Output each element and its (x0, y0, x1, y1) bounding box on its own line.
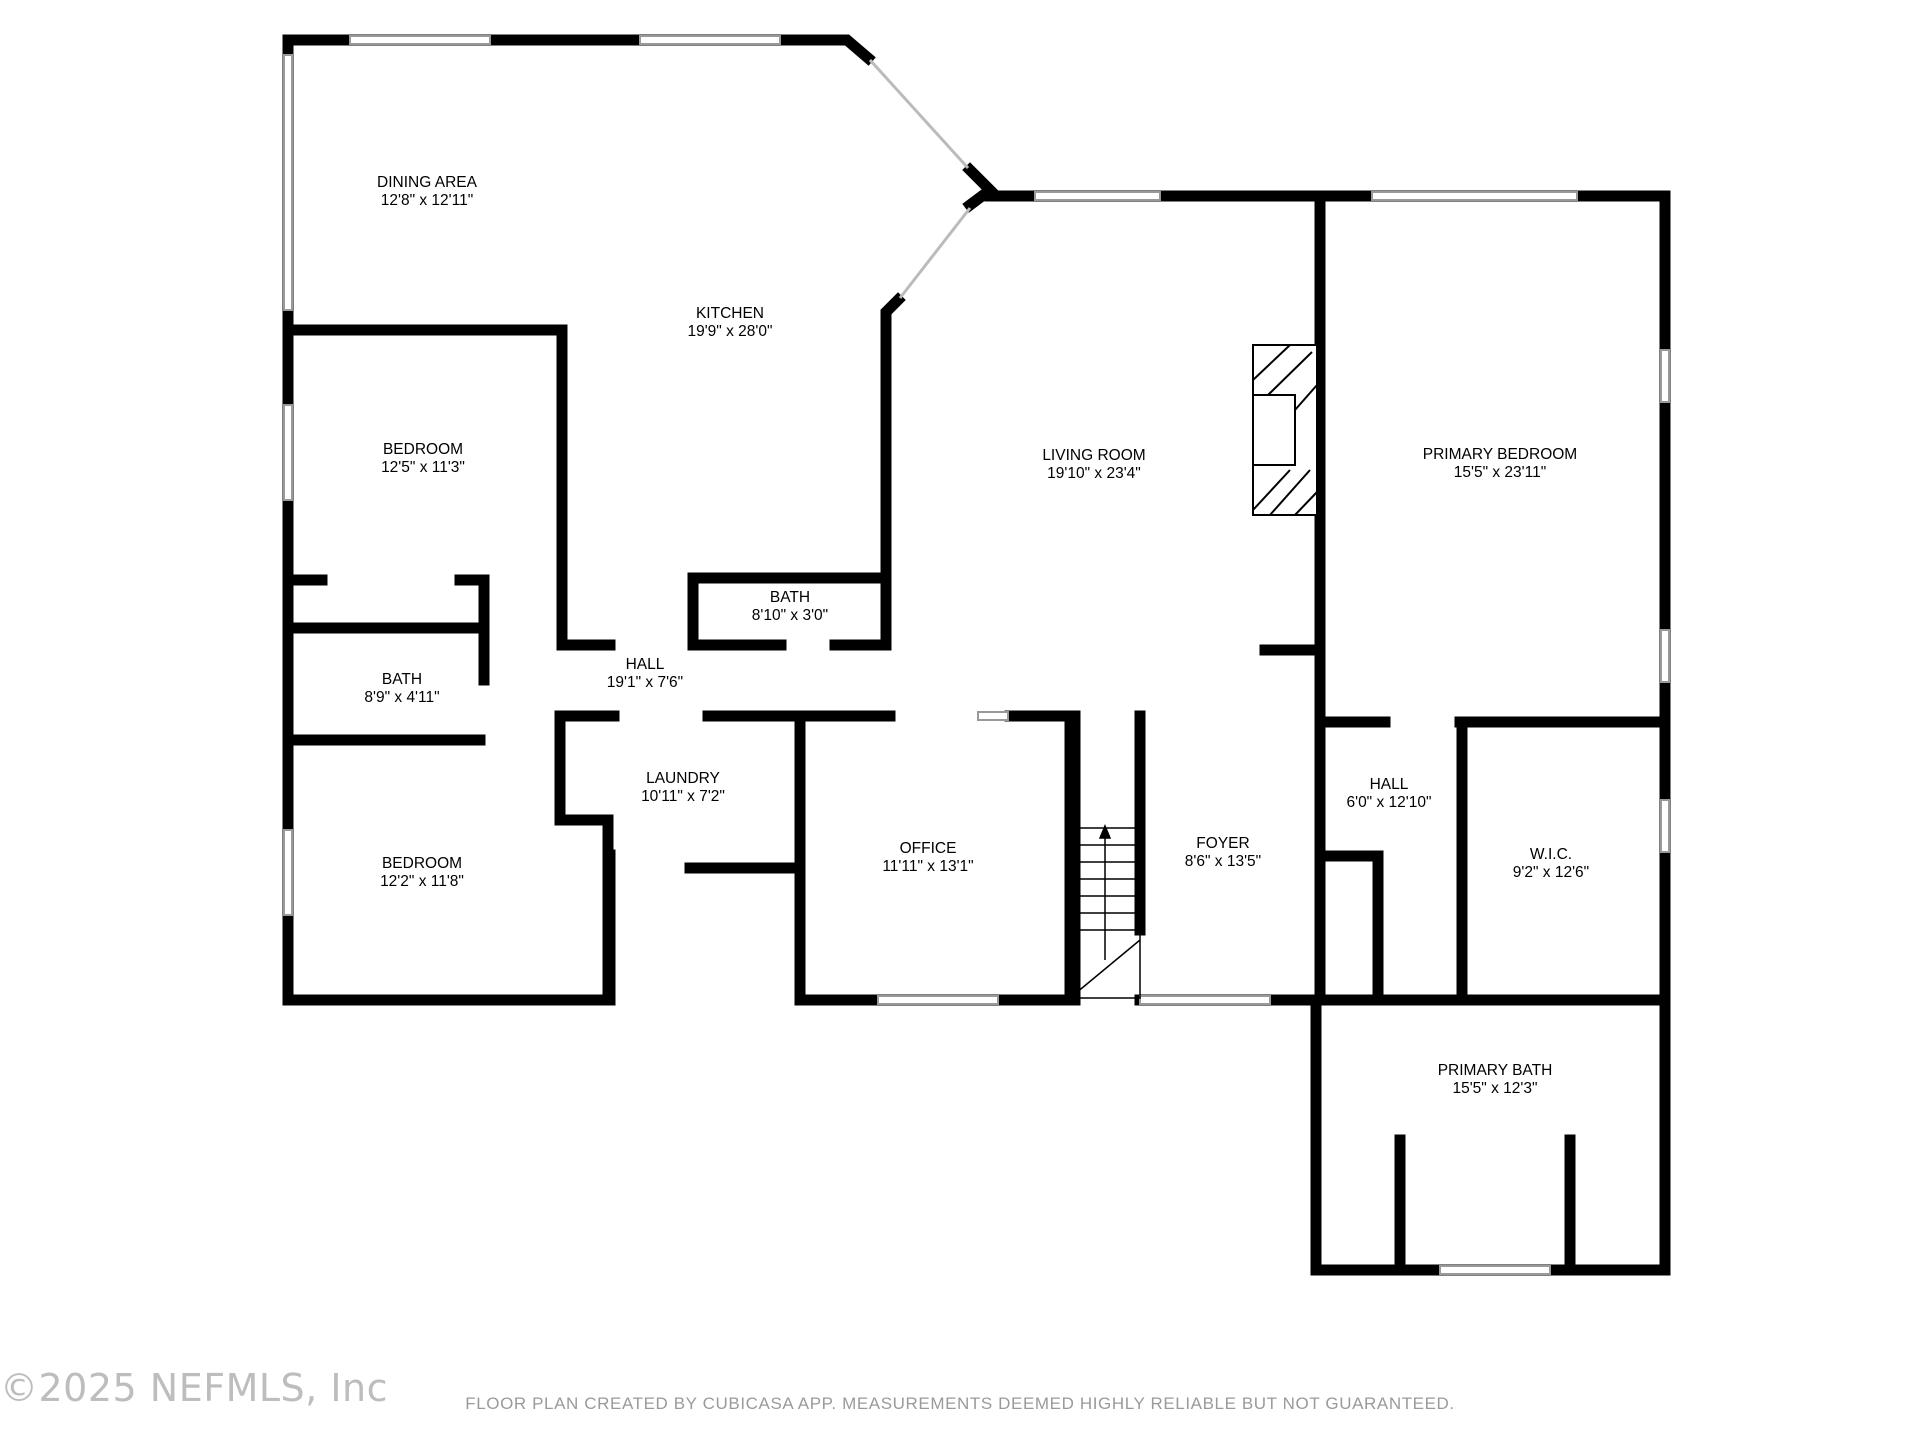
dims-laundry: 10'11" x 7'2" (641, 788, 725, 805)
wall-hall2-box (1321, 850, 1406, 1006)
label-living-room: LIVING ROOM (1042, 447, 1145, 464)
dims-living-room: 19'10" x 23'4" (1047, 465, 1141, 482)
label-hall-2: HALL (1370, 776, 1409, 793)
wall-dining-bay-1 (962, 162, 999, 213)
label-bath-hall: BATH (770, 589, 810, 606)
label-kitchen: KITCHEN (696, 305, 764, 322)
dims-foyer: 8'6" x 13'5" (1185, 853, 1261, 870)
label-primary-bedroom: PRIMARY BEDROOM (1423, 446, 1577, 463)
wall-primary-north (1310, 190, 1671, 1276)
window-west-3 (283, 829, 293, 916)
label-primary-bath: PRIMARY BATH (1438, 1062, 1553, 1079)
stairs (1069, 824, 1141, 999)
window-office-south (877, 995, 999, 1005)
window-primary-east-1 (1660, 349, 1670, 403)
window-primary-bath (1439, 1265, 1551, 1275)
room-labels: DINING AREA 12'8" x 12'11" KITCHEN 19'9"… (364, 174, 1589, 1097)
dims-hall-2: 6'0" x 12'10" (1346, 794, 1431, 811)
wall-stair (1069, 710, 1146, 1006)
wall-bedroom1-north (282, 324, 616, 651)
label-hall-1: HALL (626, 656, 665, 673)
dims-bath-hall: 8'10" x 3'0" (752, 607, 828, 624)
bay-windows (868, 58, 972, 299)
dims-hall-1: 19'1" x 7'6" (607, 674, 683, 691)
window-primary-east-2 (1660, 629, 1670, 683)
window-west-2 (283, 404, 293, 501)
window-north-2 (639, 35, 781, 45)
dims-bedroom-1: 12'5" x 11'3" (381, 459, 465, 476)
copyright-watermark: ©2025 NEFMLS, Inc (0, 1366, 388, 1410)
windows (283, 35, 1670, 1275)
label-foyer: FOYER (1196, 835, 1249, 852)
label-dining-area: DINING AREA (377, 174, 478, 191)
window-office-north (977, 711, 1009, 721)
wall-bedroom1-south-b (454, 574, 490, 636)
wall-bath-hall (687, 572, 892, 651)
bay-window-lower (898, 207, 972, 299)
bay-window-upper (868, 58, 970, 170)
fireplace (1252, 344, 1318, 516)
dims-primary-bedroom: 15'5" x 23'11" (1454, 464, 1546, 481)
label-wic: W.I.C. (1530, 846, 1572, 863)
window-living (1034, 191, 1161, 201)
disclaimer-text: FLOOR PLAN CREATED BY CUBICASA APP. MEAS… (465, 1394, 1455, 1413)
dims-wic: 9'2" x 12'6" (1513, 864, 1589, 881)
window-foyer-south (1139, 995, 1271, 1005)
dims-dining-area: 12'8" x 12'11" (381, 192, 473, 209)
dims-primary-bath: 15'5" x 12'3" (1452, 1080, 1537, 1097)
window-west-1 (283, 54, 293, 311)
window-primary (1371, 191, 1578, 201)
window-wic-east (1660, 799, 1670, 853)
wall-kitchen-east (880, 292, 906, 586)
dims-bedroom-2: 12'2" x 11'8" (380, 873, 464, 890)
label-laundry: LAUNDRY (646, 770, 720, 787)
fireplace-inner (1252, 394, 1296, 466)
dims-office: 11'11" x 13'1" (882, 858, 973, 875)
label-bedroom-1: BEDROOM (383, 441, 463, 458)
dims-bath-2: 8'9" x 4'11" (364, 689, 439, 706)
label-office: OFFICE (900, 840, 957, 857)
label-bath-2: BATH (382, 671, 422, 688)
label-bedroom-2: BEDROOM (382, 855, 462, 872)
window-north-1 (349, 35, 491, 45)
dims-kitchen: 19'9" x 28'0" (687, 323, 772, 340)
wall-laundry-north (554, 710, 620, 1006)
